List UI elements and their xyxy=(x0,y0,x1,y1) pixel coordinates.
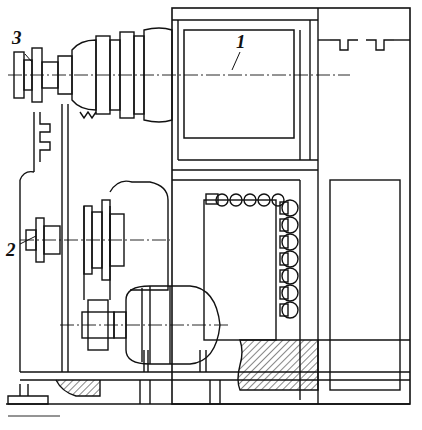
callout-number: 2 xyxy=(6,240,16,259)
callout-number: 1 xyxy=(236,32,246,51)
callout-number: 3 xyxy=(12,28,22,47)
